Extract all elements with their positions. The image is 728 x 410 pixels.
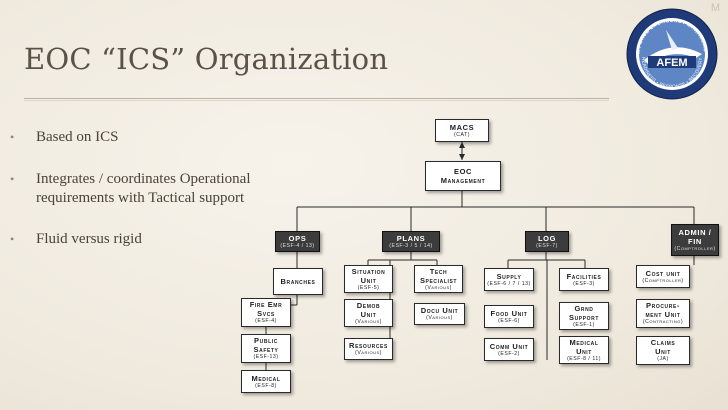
- claims-label-line2: Unit: [655, 347, 671, 356]
- procure-sub: (Contracting): [642, 319, 684, 325]
- admin-fin-box: ADMIN / FIN (Comptroller): [671, 224, 719, 256]
- tech-specialist-box: Tech Specialist (Various): [414, 265, 463, 293]
- demob-sub: (Various): [355, 318, 382, 325]
- situation-label-line2: Unit: [360, 275, 377, 285]
- bullet-icon: •: [10, 130, 15, 144]
- comm-label: Comm Unit: [489, 341, 529, 351]
- claims-unit-box: Claims Unit (JA): [636, 336, 690, 365]
- admin-sub: (Comptroller): [674, 245, 716, 252]
- grnd-support-box: Grnd Support (ESF-1): [559, 302, 609, 330]
- bullet-icon: •: [10, 172, 15, 186]
- branches-box: Branches: [273, 268, 323, 295]
- admin-label-line2: FIN: [688, 236, 702, 246]
- bullet-text: Based on ICS: [36, 129, 119, 145]
- plans-sub: (ESF-3 / 5 / 14): [389, 242, 433, 249]
- facilities-sub: (ESF-3): [573, 280, 595, 287]
- tech-sub: (Various): [425, 284, 452, 291]
- comm-sub: (ESF-2): [498, 350, 520, 357]
- cost-label: Cost unit: [645, 268, 681, 278]
- fire-sub: (ESF-4): [255, 318, 277, 324]
- plans-label: PLANS: [396, 233, 426, 243]
- corner-mark: M: [710, 2, 720, 14]
- ops-box: OPS (ESF-4 / 13): [275, 231, 320, 252]
- demob-label-line2: Unit: [360, 309, 377, 319]
- grnd-sub: (ESF-1): [573, 321, 595, 328]
- medunit-sub: (ESF-8 / 11): [567, 355, 601, 362]
- procure-label-line2: ment Unit: [645, 310, 681, 319]
- eoc-management-box: EOC Management: [425, 161, 501, 191]
- bullet-text: Integrates / coordinates Operational req…: [36, 171, 251, 206]
- procure-label-line1: Procure-: [646, 301, 680, 310]
- food-unit-box: Food Unit (ESF-6): [484, 305, 534, 328]
- comm-unit-box: Comm Unit (ESF-2): [484, 338, 534, 361]
- medunit-label-line2: Unit: [576, 346, 592, 356]
- ops-sub: (ESF-4 / 13): [280, 242, 315, 249]
- macs-box: MACS (CAT): [435, 119, 489, 142]
- food-sub: (ESF-6): [498, 317, 520, 324]
- eoc-label-line2: Management: [440, 176, 486, 185]
- demob-label-line1: Demob: [356, 300, 381, 310]
- bullet-icon: •: [10, 232, 15, 246]
- bullet-text: Fluid versus rigid: [36, 231, 142, 247]
- facilities-box: Facilities (ESF-3): [559, 268, 609, 291]
- docu-label: Docu Unit: [420, 306, 459, 315]
- claims-label-line1: Claims: [650, 338, 676, 347]
- slide-title: EOC “ICS” Organization: [24, 42, 389, 76]
- resources-box: Resources (Various): [344, 338, 393, 360]
- title-divider: [24, 98, 609, 99]
- macs-label: MACS: [449, 122, 475, 132]
- facilities-label: Facilities: [566, 271, 602, 281]
- fire-label-line1: Fire Emr: [249, 300, 283, 309]
- public-safety-box: Public Safety (ESF-13): [241, 334, 291, 363]
- branches-label: Branches: [280, 277, 316, 286]
- macs-sub: (CAT): [454, 131, 470, 138]
- procurement-unit-box: Procure- ment Unit (Contracting): [636, 299, 690, 328]
- resources-sub: (Various): [355, 350, 382, 356]
- title-divider-shadow: [24, 100, 609, 101]
- tech-label-line2: Specialist: [419, 275, 458, 285]
- svg-text:AFEM: AFEM: [656, 57, 687, 69]
- plans-box: PLANS (ESF-3 / 5 / 14): [382, 231, 440, 252]
- cost-unit-box: Cost unit (Comptroller): [636, 265, 690, 288]
- docu-sub: (Various): [426, 315, 453, 321]
- situation-sub: (ESF-5): [357, 284, 380, 291]
- log-sub: (ESF-7): [536, 242, 558, 249]
- situation-unit-box: Situation Unit (ESF-5): [344, 265, 393, 293]
- medical-sub: (ESF-8): [255, 382, 277, 389]
- tech-label-line1: Tech: [429, 266, 448, 276]
- public-label-line2: Safety: [253, 345, 279, 354]
- fire-label-line2: Svcs: [257, 309, 275, 318]
- eoc-label-line1: EOC: [453, 167, 473, 176]
- supply-sub: (ESF-6 / 7 / 13): [487, 280, 531, 287]
- medical-unit-box: Medical Unit (ESF-8 / 11): [559, 336, 609, 364]
- fire-emr-svcs-box: Fire Emr Svcs (ESF-4): [241, 298, 291, 327]
- medical-label: Medical: [251, 373, 281, 383]
- medical-branch-box: Medical (ESF-8): [241, 370, 291, 393]
- grnd-label-line1: Grnd: [574, 303, 594, 313]
- grnd-label-line2: Support: [568, 312, 600, 322]
- resources-label: Resources: [349, 341, 388, 350]
- admin-label-line1: ADMIN /: [678, 227, 712, 237]
- public-label-line1: Public: [254, 336, 278, 345]
- afem-seal-logo: AFEM AIR FORCE EMERGENCY MANAGEMENT READ…: [626, 8, 718, 100]
- situation-label-line1: Situation: [351, 266, 386, 276]
- ops-label: OPS: [288, 233, 307, 243]
- supply-box: Supply (ESF-6 / 7 / 13): [484, 268, 534, 291]
- demob-unit-box: Demob Unit (Various): [344, 299, 393, 327]
- public-sub: (ESF-13): [253, 354, 279, 360]
- medunit-label-line1: Medical: [569, 337, 599, 347]
- cost-sub: (Comptroller): [642, 277, 684, 284]
- log-box: LOG (ESF-7): [525, 231, 569, 252]
- food-label: Food Unit: [490, 308, 528, 318]
- claims-sub: (JA): [657, 356, 669, 362]
- docu-unit-box: Docu Unit (Various): [414, 303, 465, 325]
- log-label: LOG: [537, 233, 557, 243]
- supply-label: Supply: [496, 271, 522, 281]
